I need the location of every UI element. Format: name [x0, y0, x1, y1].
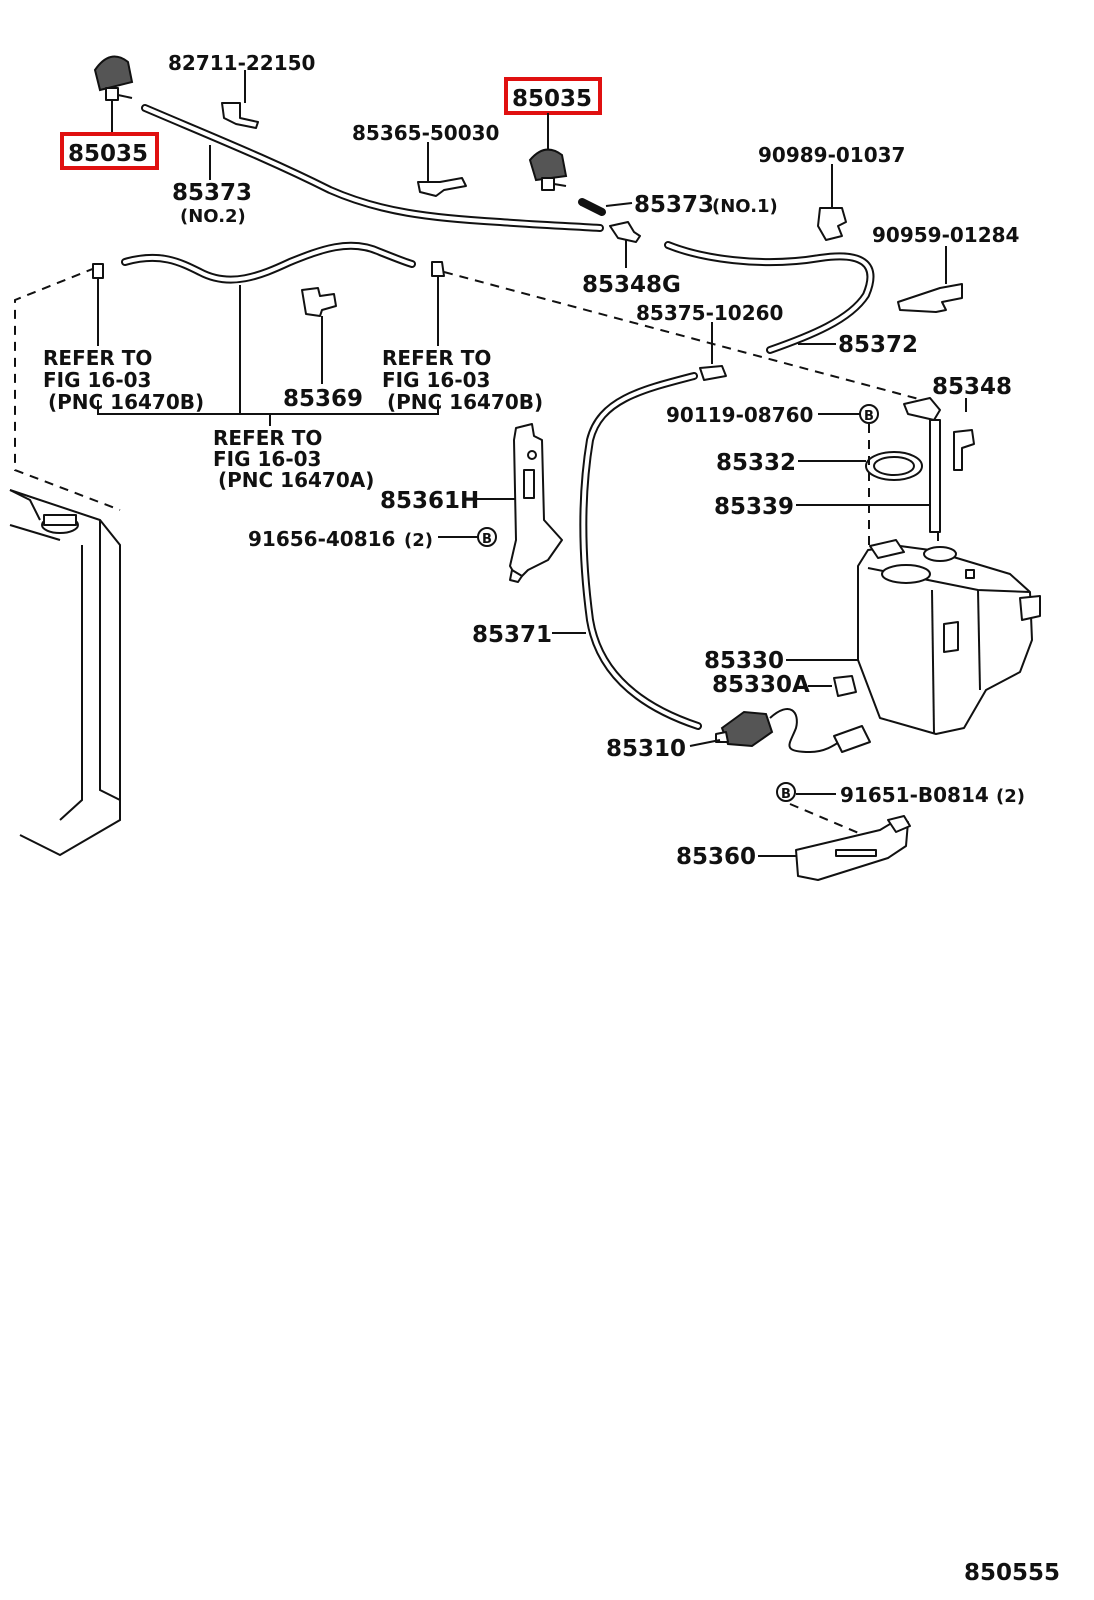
- hose-clamp-right: [431, 261, 445, 346]
- clip-82711: [221, 102, 259, 129]
- refer-bracket-line: [97, 400, 439, 415]
- clip-90959: [897, 283, 963, 313]
- part-label-85330a: 85330A: [712, 672, 810, 698]
- refer-left-line3: (PNC 16470B): [48, 390, 204, 414]
- refer-center-line3: (PNC 16470A): [218, 468, 374, 492]
- part-label-85372: 85372: [838, 332, 918, 358]
- bracket-85360: [795, 815, 911, 881]
- washer-nozzle-right: [528, 148, 568, 191]
- gasket-85332: [865, 451, 923, 481]
- part-label-85339: 85339: [714, 494, 794, 520]
- refer-right-line1: REFER TO: [382, 346, 491, 370]
- part-label-91651-b0814: 91651-B0814: [840, 783, 989, 807]
- refer-right-line3: (PNC 16470B): [387, 390, 543, 414]
- highlight-box-right: [504, 77, 602, 115]
- part-label-85373-no1: 85373: [634, 192, 714, 218]
- part-label-85369: 85369: [283, 386, 363, 412]
- radiator-outline: [9, 489, 121, 857]
- bolt-marker-90119: B: [859, 404, 879, 424]
- dashed-leader-left: [14, 267, 121, 511]
- radiator-hose-16470: [121, 241, 416, 284]
- part-label-85373-no2-sub: (NO.2): [180, 206, 246, 227]
- refer-center-line2: FIG 16-03: [213, 447, 321, 471]
- circled-b-icon: B: [482, 532, 492, 547]
- part-label-82711-22150: 82711-22150: [168, 51, 315, 75]
- washer-nozzle-left: [93, 55, 134, 134]
- part-label-85332: 85332: [716, 450, 796, 476]
- washer-jar-85330: [857, 539, 1041, 735]
- bracket-85361h: [509, 423, 563, 583]
- clip-90989: [817, 207, 847, 241]
- part-label-91651-qty: (2): [996, 786, 1025, 807]
- bolt-marker-91651: B: [776, 782, 796, 802]
- part-label-85330: 85330: [704, 648, 784, 674]
- part-label-85348g: 85348G: [582, 272, 681, 298]
- part-label-85360: 85360: [676, 844, 756, 870]
- pipe-85339: [929, 419, 941, 533]
- hose-85371: [579, 372, 702, 730]
- part-label-85373-no1-sub: (NO.1): [712, 196, 778, 217]
- part-label-91656-40816: 91656-40816: [248, 527, 395, 551]
- refer-right-line2: FIG 16-03: [382, 368, 490, 392]
- part-label-90119-08760: 90119-08760: [666, 403, 813, 427]
- figure-number: 850555: [964, 1560, 1060, 1586]
- check-valve-85375: [699, 365, 727, 381]
- refer-center-line1: REFER TO: [213, 426, 322, 450]
- part-label-91656-qty: (2): [404, 530, 433, 551]
- grommet-85330a: [833, 675, 857, 697]
- washer-motor-85310: [715, 708, 871, 754]
- joint-85348g: [609, 221, 641, 243]
- part-label-85365-50030: 85365-50030: [352, 121, 499, 145]
- part-label-85375-10260: 85375-10260: [636, 301, 783, 325]
- highlight-box-left: [60, 132, 159, 170]
- hose-clamp-left: [92, 263, 104, 346]
- part-label-90959-01284: 90959-01284: [872, 223, 1019, 247]
- refer-left-line2: FIG 16-03: [43, 368, 151, 392]
- part-label-85373-no2: 85373: [172, 180, 252, 206]
- dashed-leader-right: [443, 271, 931, 403]
- part-label-85361h: 85361H: [380, 488, 479, 514]
- circled-b-icon: B: [864, 409, 874, 424]
- part-label-85035-right: 85035: [512, 86, 592, 112]
- part-label-85348: 85348: [932, 374, 1012, 400]
- part-label-85371: 85371: [472, 622, 552, 648]
- circled-b-icon: B: [781, 787, 791, 802]
- joint-85348: [903, 397, 975, 471]
- clip-85365: [417, 177, 467, 197]
- hose-85373-no1: [578, 198, 606, 216]
- part-label-85035-left: 85035: [68, 141, 148, 167]
- part-label-90989-01037: 90989-01037: [758, 143, 905, 167]
- bolt-marker-91656: B: [477, 527, 497, 547]
- refer-left-line1: REFER TO: [43, 346, 152, 370]
- clip-85369: [301, 287, 337, 317]
- part-label-85310: 85310: [606, 736, 686, 762]
